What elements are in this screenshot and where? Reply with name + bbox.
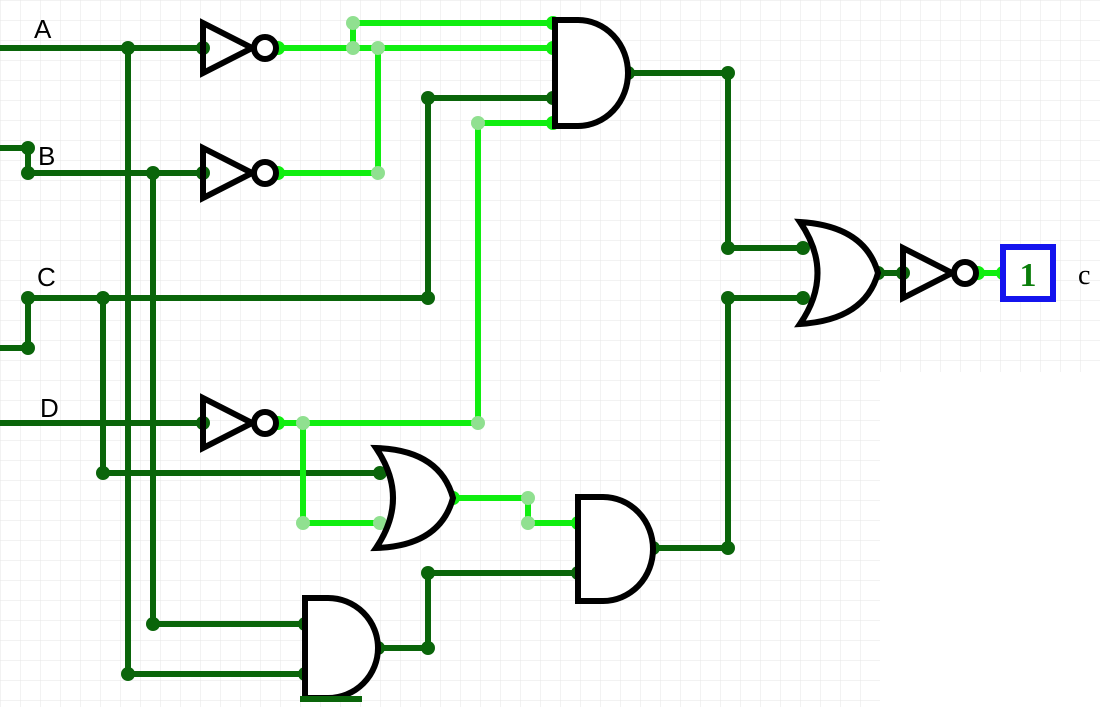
wire-or-middle-out <box>450 495 581 526</box>
output-box <box>1000 244 1056 302</box>
input-label-a: A <box>34 14 52 44</box>
joint <box>121 667 135 681</box>
joint <box>521 491 535 505</box>
output-label: c <box>1078 260 1090 291</box>
joint <box>296 416 310 430</box>
input-label-b: B <box>38 141 55 171</box>
blank-area <box>880 372 1100 707</box>
joint <box>296 516 310 530</box>
joint <box>21 141 35 155</box>
wire-not-a-out <box>275 20 556 51</box>
and-gate-bottom[interactable] <box>575 494 656 604</box>
output-probe[interactable]: 1 <box>1000 244 1056 302</box>
joint <box>21 166 35 180</box>
and-gate-lower[interactable] <box>302 595 381 701</box>
and-gate-top[interactable] <box>552 17 631 129</box>
joint <box>421 566 435 580</box>
joint <box>346 41 360 55</box>
joint <box>96 291 110 305</box>
joint <box>471 416 485 430</box>
or-gate-final[interactable] <box>794 218 882 328</box>
joint <box>721 541 735 555</box>
joints-high-light <box>296 16 535 530</box>
joint <box>346 16 360 30</box>
not-gate-d[interactable] <box>200 393 279 453</box>
not-gate-b[interactable] <box>200 143 279 203</box>
joint <box>373 516 387 530</box>
joint <box>721 66 735 80</box>
joint <box>21 341 35 355</box>
joint <box>21 291 35 305</box>
output-value: 1 <box>1020 257 1037 294</box>
joint <box>721 241 735 255</box>
joint <box>146 166 160 180</box>
joint <box>471 116 485 130</box>
joint <box>146 617 160 631</box>
wire-and-lower-out <box>375 570 581 651</box>
wire-and-top-out <box>625 70 806 251</box>
not-gate-a[interactable] <box>200 18 279 78</box>
joint <box>521 516 535 530</box>
wire-c <box>25 95 556 301</box>
joint <box>421 291 435 305</box>
or-gate-middle[interactable] <box>370 444 457 552</box>
joint <box>371 41 385 55</box>
joint <box>96 466 110 480</box>
input-label-d: D <box>40 393 59 423</box>
wire-not-d-out <box>275 120 556 426</box>
joint <box>121 41 135 55</box>
joint <box>371 166 385 180</box>
not-gate-final[interactable] <box>900 243 979 303</box>
gates <box>200 17 979 701</box>
joint <box>421 91 435 105</box>
input-label-c: C <box>37 262 56 292</box>
joint <box>721 291 735 305</box>
joint <box>796 291 810 305</box>
wire-and-bottom-out <box>650 295 806 551</box>
joint <box>796 241 810 255</box>
joint <box>421 641 435 655</box>
joint <box>373 466 387 480</box>
